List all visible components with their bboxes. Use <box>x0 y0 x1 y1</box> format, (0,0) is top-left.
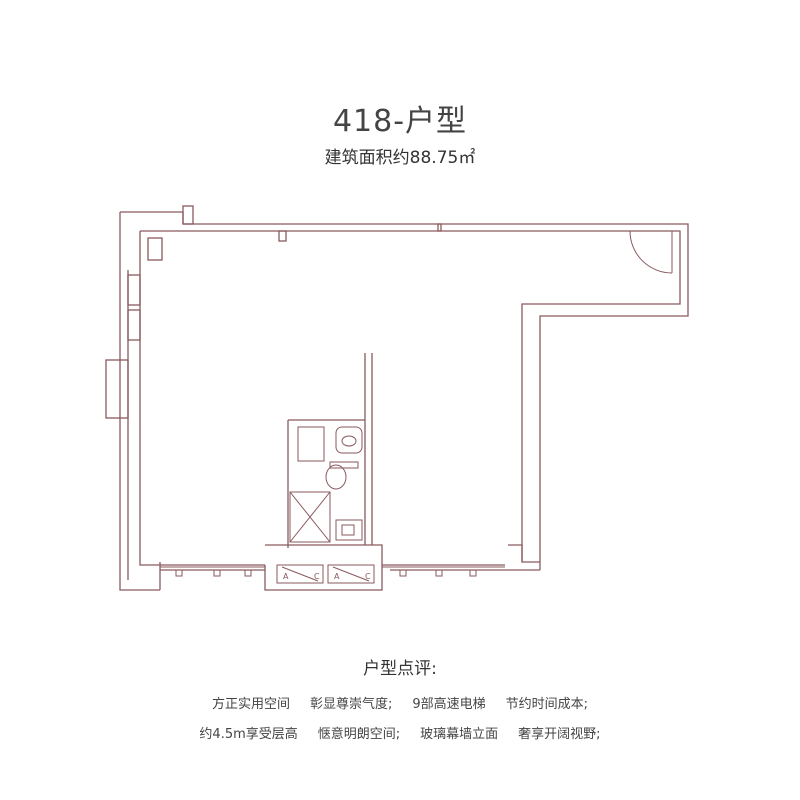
door-swing <box>629 230 673 274</box>
review-point: 奢享开阔视野; <box>518 727 601 742</box>
review-point: 9部高速电梯 <box>412 697 486 712</box>
review-point: 彰显尊崇气度; <box>309 697 393 712</box>
building-area: 建筑面积约88.75㎡ <box>324 148 476 168</box>
review-point: 惬意明朗空间; <box>317 727 401 742</box>
review-point: 节约时间成本; <box>505 697 589 712</box>
elevator-label: A <box>334 572 340 581</box>
elevator-labels: A C A C <box>283 572 371 581</box>
review-point: 方正实用空间 <box>211 697 290 712</box>
elevator-label: C <box>314 572 320 581</box>
elevator-lobby <box>276 564 375 584</box>
elevator-label: C <box>365 572 371 581</box>
unit-title: 418-户型 <box>332 104 468 139</box>
review-heading: 户型点评: <box>363 659 437 679</box>
review-row-1: 方正实用空间 彰显尊崇气度; 9部高速电梯 节约时间成本; <box>0 693 800 712</box>
review-row-2: 约4.5m享受层高 惬意明朗空间; 玻璃幕墙立面 奢享开阔视野; <box>0 723 800 742</box>
exterior-walls <box>105 205 689 591</box>
elevator-label: A <box>283 572 289 581</box>
review-point: 玻璃幕墙立面 <box>420 727 499 742</box>
review-point: 约4.5m享受层高 <box>199 727 298 742</box>
bathroom-fixtures <box>289 426 363 543</box>
window-strip <box>160 566 505 577</box>
